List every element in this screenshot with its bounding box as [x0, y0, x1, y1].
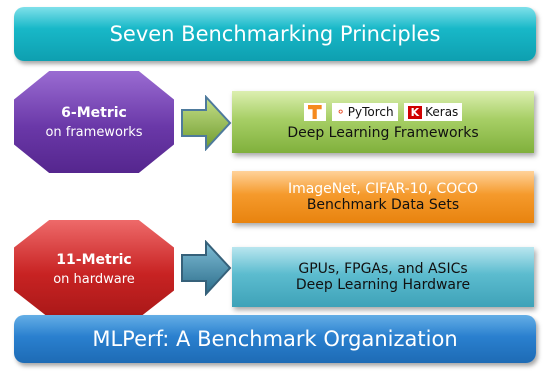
datasets-names: ImageNet, CIFAR-10, COCO: [287, 181, 479, 197]
arrow-to-frameworks-icon: [181, 95, 232, 151]
frameworks-label: Deep Learning Frameworks: [287, 125, 479, 141]
organization-banner: MLPerf: A Benchmark Organization: [14, 315, 536, 363]
keras-icon: K: [407, 105, 423, 119]
hardware-label: Deep Learning Hardware: [295, 277, 471, 293]
pytorch-label: PyTorch: [347, 105, 394, 119]
metric-frameworks-octagon: 6-Metric on frameworks: [14, 71, 174, 173]
metric-hardware-subtitle: on hardware: [53, 271, 135, 287]
metric-frameworks-title: 6-Metric: [61, 104, 127, 121]
keras-label: Keras: [425, 105, 459, 119]
title-text: Seven Benchmarking Principles: [109, 22, 441, 46]
keras-logo: K Keras: [403, 103, 463, 121]
pytorch-logo: ⚬ PyTorch: [331, 103, 398, 121]
tensorflow-logo: [303, 103, 326, 121]
metric-frameworks-subtitle: on frameworks: [45, 124, 143, 140]
tensorflow-icon: [307, 105, 322, 119]
title-banner: Seven Benchmarking Principles: [14, 7, 536, 61]
frameworks-panel: ⚬ PyTorch K Keras Deep Learning Framewor…: [232, 91, 534, 153]
metric-hardware-octagon: 11-Metric on hardware: [14, 220, 174, 318]
metric-hardware-title: 11-Metric: [56, 251, 132, 268]
hardware-names: GPUs, FPGAs, and ASICs: [298, 261, 468, 277]
arrow-to-hardware-icon: [181, 240, 232, 296]
hardware-panel: GPUs, FPGAs, and ASICs Deep Learning Har…: [232, 247, 534, 307]
pytorch-icon: ⚬: [335, 105, 346, 119]
organization-text: MLPerf: A Benchmark Organization: [92, 327, 458, 351]
datasets-label: Benchmark Data Sets: [306, 197, 460, 213]
datasets-panel: ImageNet, CIFAR-10, COCO Benchmark Data …: [232, 171, 534, 223]
framework-logos: ⚬ PyTorch K Keras: [303, 103, 463, 121]
